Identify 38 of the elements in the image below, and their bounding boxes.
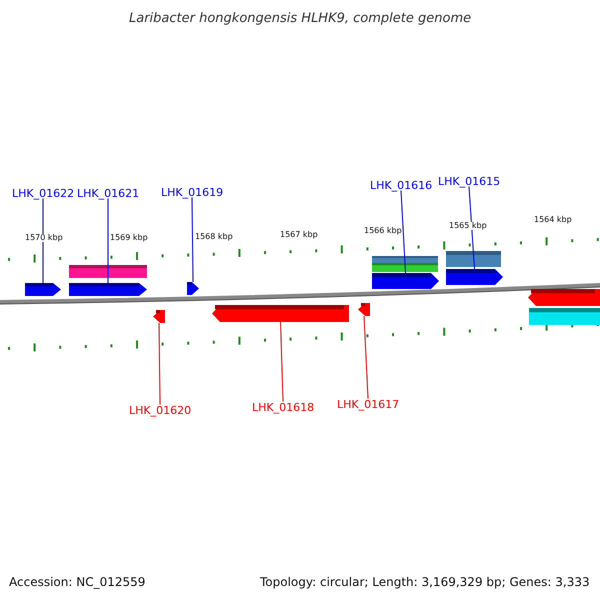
gene-label: LHK_01619	[161, 186, 224, 198]
scale-label: 1566 kbp	[364, 227, 402, 235]
gene-label: LHK_01617	[337, 398, 400, 410]
gene-label: LHK_01622	[12, 188, 74, 198]
gene-feature	[528, 289, 600, 306]
gene-label: LHK_01621	[77, 188, 140, 198]
scale-label: 1568 kbp	[195, 233, 233, 241]
gene-bar	[69, 265, 147, 278]
gene-bar	[529, 308, 600, 325]
scale-label: 1569 kbp	[110, 234, 148, 242]
gene-label: LHK_01620	[129, 404, 192, 416]
gene-label: LHK_01616	[370, 180, 432, 190]
leader-line	[364, 316, 368, 399]
gene-feature	[372, 273, 439, 289]
accession-text: Accession: NC_012559	[9, 576, 146, 588]
scale-label: 1565 kbp	[449, 222, 487, 230]
leader-line	[158, 322, 160, 405]
leader-line	[400, 190, 406, 274]
gene-bar	[372, 263, 438, 272]
scale-label: 1570 kbp	[25, 234, 63, 242]
gene-feature	[25, 283, 61, 296]
genome-info-text: Topology: circular; Length: 3,169,329 bp; Genes: 3,333	[260, 576, 590, 588]
scale-label: 1564 kbp	[534, 216, 572, 224]
gene-label: LHK_01618	[252, 402, 314, 412]
title: Laribacter hongkongensis HLHK9, complete genome	[129, 12, 472, 24]
gene-feature	[69, 283, 147, 296]
gene-feature	[358, 303, 370, 316]
gene-feature	[187, 282, 199, 295]
leader-line	[280, 322, 284, 402]
gene-label: LHK_01615	[438, 176, 500, 186]
gene-feature	[153, 310, 165, 323]
leader-line	[468, 186, 475, 270]
gene-feature	[212, 305, 349, 322]
scale-label: 1567 kbp	[280, 231, 318, 239]
leader-line	[42, 198, 44, 284]
gene-feature	[446, 269, 503, 285]
leader-line	[192, 197, 194, 282]
gene-bar	[446, 251, 501, 267]
